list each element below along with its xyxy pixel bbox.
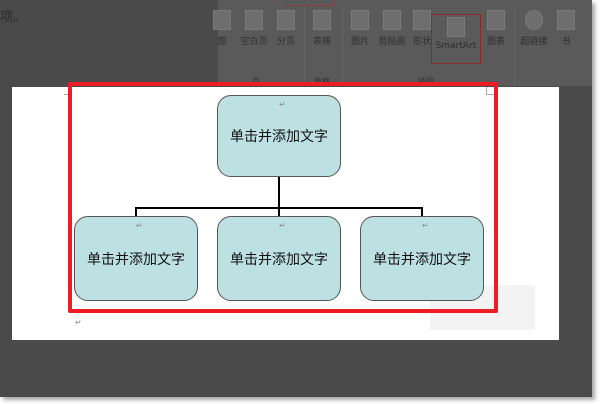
hyperlink-button[interactable]: 超链接 xyxy=(516,10,552,47)
smartart-top-node[interactable]: ↵单击并添加文字 xyxy=(217,95,341,177)
smartart-child-node[interactable]: ↵单击并添加文字 xyxy=(74,216,198,301)
highlight-box xyxy=(68,82,498,313)
hyperlink-icon xyxy=(525,10,543,30)
margin-corner xyxy=(486,87,494,95)
connector-line xyxy=(278,207,280,217)
separator xyxy=(304,6,305,84)
clip-art-button[interactable]: 剪贴画 xyxy=(374,10,410,47)
instruction-text: 项。 xyxy=(0,10,27,25)
separator xyxy=(342,6,343,84)
paragraph-mark: ↵ xyxy=(279,100,286,109)
blank-page-icon xyxy=(245,10,263,30)
connector-line xyxy=(421,207,423,217)
smartart-child-node[interactable]: ↵单击并添加文字 xyxy=(217,216,341,301)
paragraph-mark: ↵ xyxy=(136,221,143,230)
page-break-icon xyxy=(277,10,295,30)
table-button[interactable]: 表格 xyxy=(304,10,340,47)
group-label-illustrations: 插图 xyxy=(418,77,434,86)
smartart-button[interactable]: SmartArt xyxy=(431,14,481,64)
picture-icon xyxy=(351,10,369,30)
bookmark-icon xyxy=(557,10,575,30)
paragraph-mark: ↵ xyxy=(279,221,286,230)
insert-ribbon: 面 空白页 分页 表格 图片 剪贴画 形状 SmartArt 图表 超链接 书 … xyxy=(213,0,592,86)
chart-button[interactable]: 图表 xyxy=(478,10,514,47)
paragraph-mark: ↵ xyxy=(422,221,429,230)
blank-page-button[interactable]: 空白页 xyxy=(236,10,272,47)
screenshot-frame: 项。 面 空白页 分页 表格 图片 剪贴画 形状 SmartArt 图表 超链接… xyxy=(0,0,592,397)
cover-page-button[interactable]: 面 xyxy=(204,10,240,47)
page-break-button[interactable]: 分页 xyxy=(268,10,304,47)
bookmark-button[interactable]: 书 xyxy=(548,10,584,47)
shapes-button[interactable]: 形状 xyxy=(404,10,440,47)
picture-button[interactable]: 图片 xyxy=(342,10,378,47)
group-label-pages: 页 xyxy=(252,77,260,86)
table-icon xyxy=(313,10,331,30)
group-label-tables: 表格 xyxy=(314,77,330,86)
paragraph-mark: ↵ xyxy=(75,318,82,327)
separator xyxy=(514,6,515,84)
smartart-child-node[interactable]: ↵单击并添加文字 xyxy=(360,216,484,301)
chart-icon xyxy=(487,10,505,30)
connector-line xyxy=(135,207,137,217)
insert-tab-highlight xyxy=(285,0,335,6)
clip-art-icon xyxy=(383,10,401,30)
connector-line xyxy=(278,177,280,209)
smartart-icon xyxy=(447,17,465,37)
cover-page-icon xyxy=(213,10,231,30)
shapes-icon xyxy=(413,10,431,30)
